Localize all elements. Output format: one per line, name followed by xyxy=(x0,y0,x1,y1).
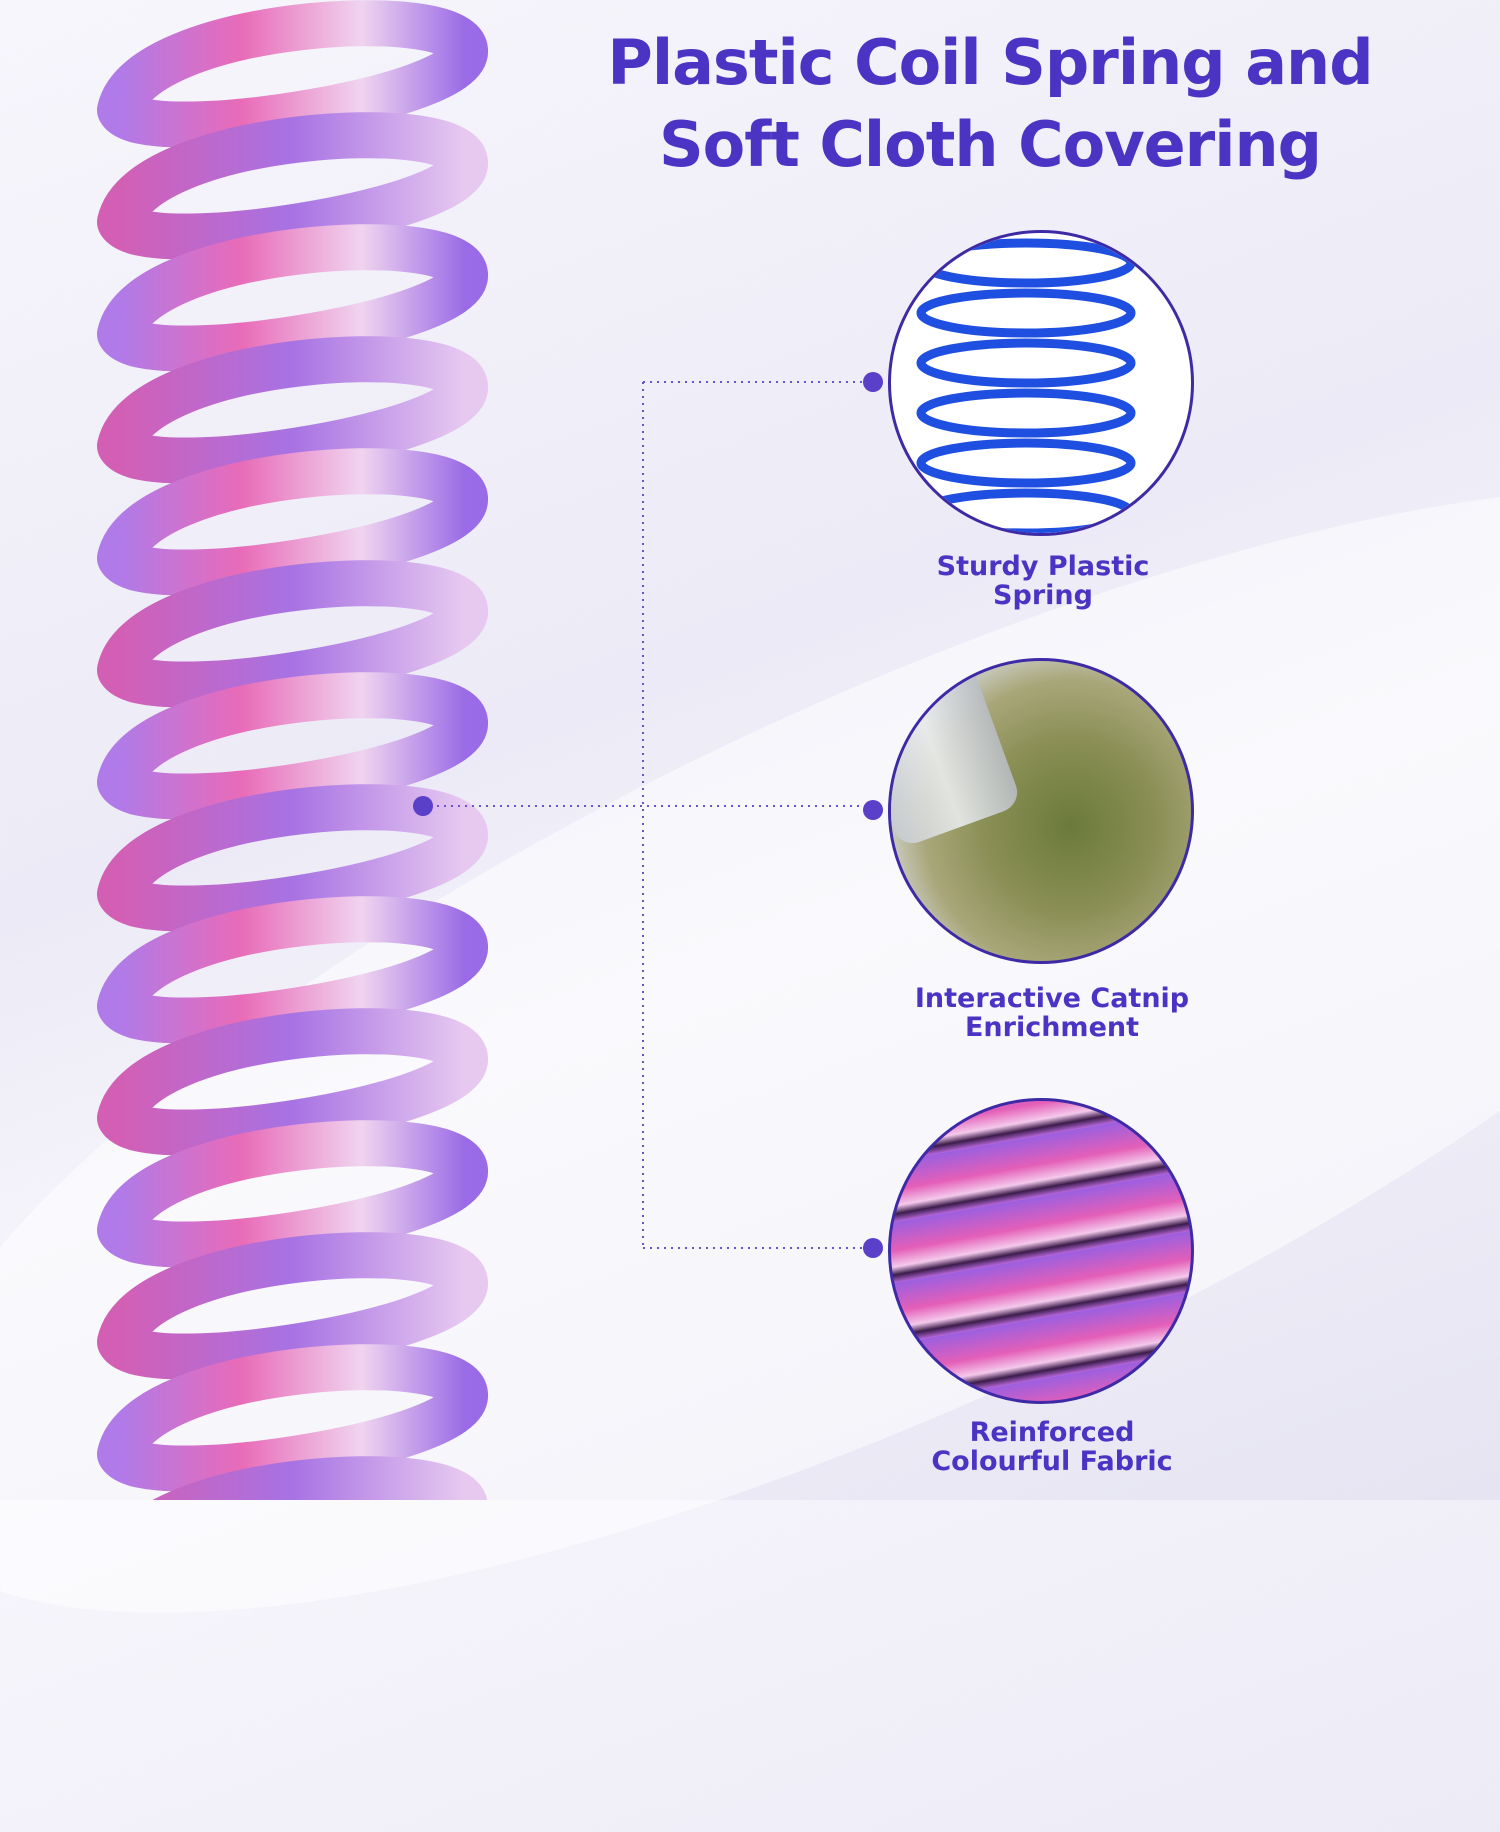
coil-loop xyxy=(97,672,488,820)
connector-lines xyxy=(430,381,865,1249)
feature-label-catnip: Interactive Catnip Enrichment xyxy=(852,984,1252,1042)
coil-loop xyxy=(97,784,488,932)
label-line: Enrichment xyxy=(964,1012,1140,1043)
coil-loop xyxy=(97,1008,488,1156)
title-line-1: Plastic Coil Spring and xyxy=(607,26,1373,99)
blue-spring-icon xyxy=(916,238,1136,533)
coil-loop xyxy=(97,1120,488,1268)
coil-loop xyxy=(97,1232,488,1380)
coil-loop xyxy=(97,112,488,260)
fabric-closeup-image xyxy=(888,1098,1194,1404)
title-line-2: Soft Cloth Covering xyxy=(658,108,1322,181)
label-line: Interactive Catnip xyxy=(914,983,1190,1014)
connector-dot xyxy=(863,1238,883,1258)
feature-label-fabric: Reinforced Colourful Fabric xyxy=(852,1418,1252,1476)
coil-loop xyxy=(97,560,488,708)
coil-loop xyxy=(97,336,488,484)
coil-loop xyxy=(97,1344,488,1492)
label-line: Spring xyxy=(993,580,1093,611)
coil-loop xyxy=(97,448,488,596)
coil-loop xyxy=(97,0,488,148)
label-line: Colourful Fabric xyxy=(931,1446,1173,1477)
label-line: Sturdy Plastic xyxy=(936,551,1150,582)
catnip-closeup-image xyxy=(888,658,1194,964)
fabric-coil-spring-image xyxy=(97,0,488,1500)
feature-label-spring: Sturdy Plastic Spring xyxy=(843,552,1243,610)
coil-loop xyxy=(97,896,488,1044)
page-title: Plastic Coil Spring and Soft Cloth Cover… xyxy=(540,22,1440,186)
jar-shape xyxy=(891,663,1023,849)
connector-dot xyxy=(863,800,883,820)
connector-dot xyxy=(863,372,883,392)
label-line: Reinforced xyxy=(969,1417,1135,1448)
connector-dot xyxy=(413,796,433,816)
spring-closeup-image xyxy=(888,230,1194,536)
coil-loop xyxy=(97,224,488,372)
